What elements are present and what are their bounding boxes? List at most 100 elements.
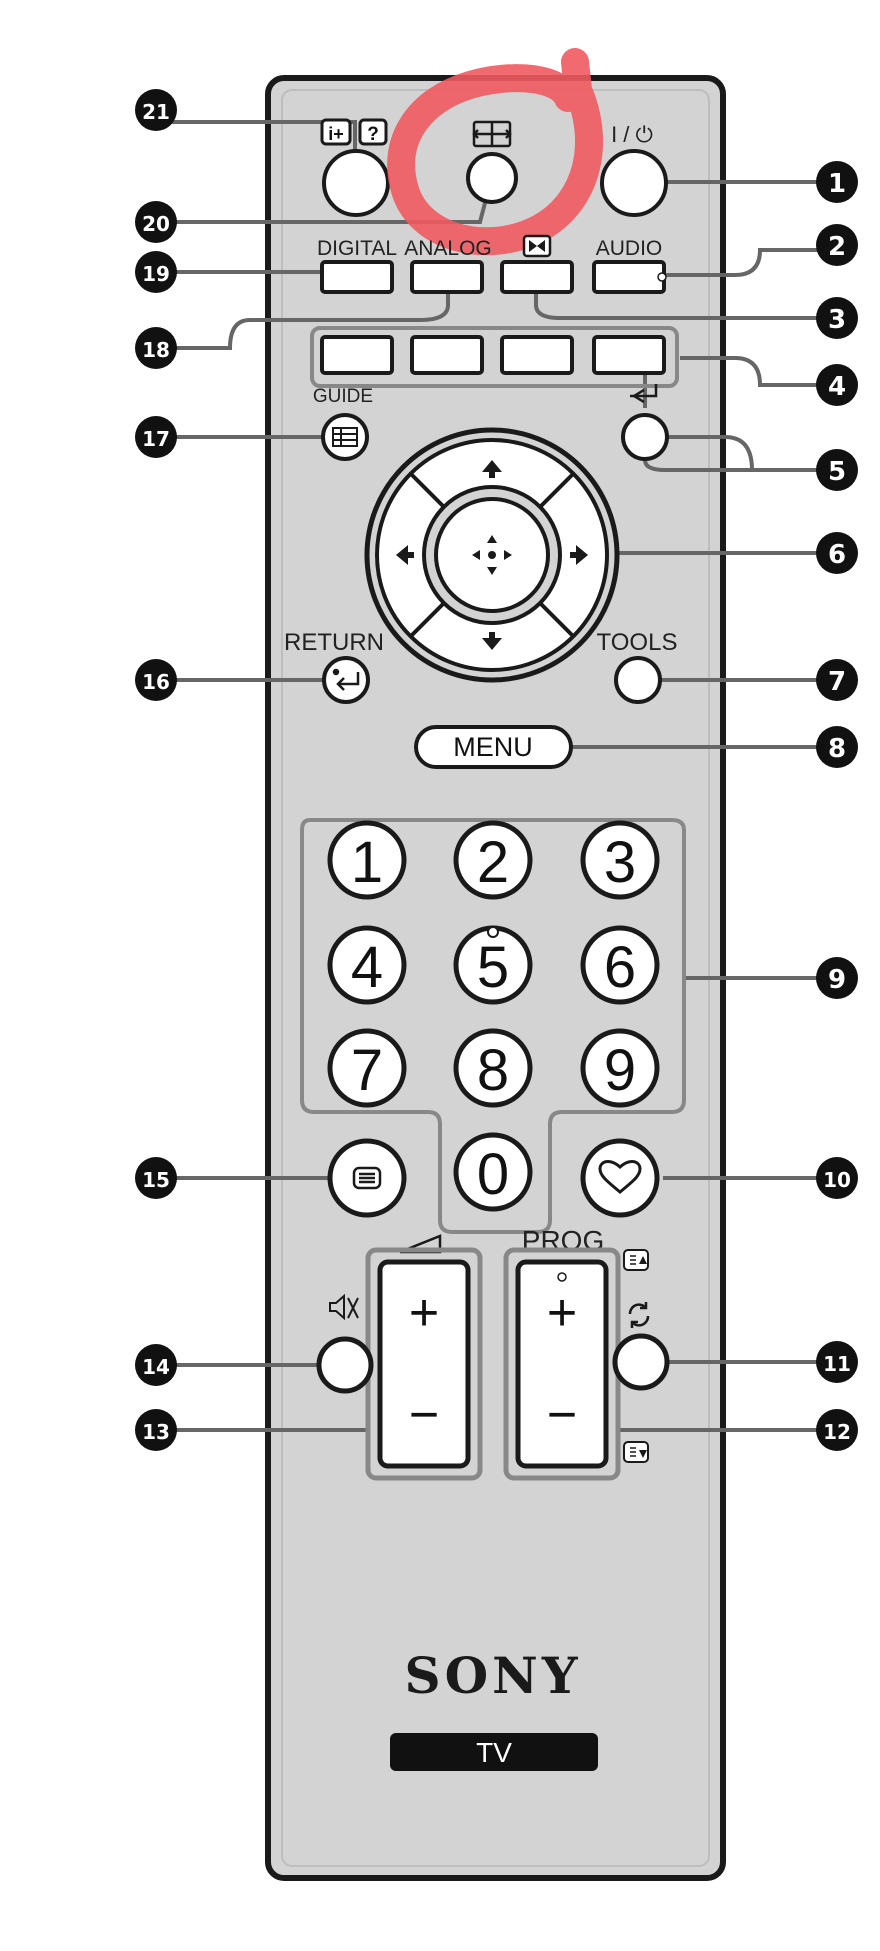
page-down-icon	[623, 1441, 649, 1463]
callout-20: 20	[135, 201, 177, 243]
model-badge	[390, 1733, 598, 1771]
ok-icon	[472, 535, 512, 575]
tools-button[interactable]	[614, 656, 662, 704]
callout-16-number: 16	[142, 670, 170, 694]
power-label: I / ⏻	[611, 122, 653, 147]
jump-button[interactable]	[612, 1333, 670, 1391]
heart-icon	[598, 1160, 642, 1194]
number-key-1[interactable]: 1	[327, 820, 407, 900]
nav-left-button[interactable]	[396, 545, 414, 565]
volume-plus-label: +	[409, 1284, 439, 1342]
info-help-button[interactable]	[322, 149, 390, 217]
widescreen-button[interactable]	[466, 152, 518, 204]
audio-label: AUDIO	[596, 237, 663, 260]
number-key-1-label: 1	[351, 830, 383, 895]
right-arrow-icon	[576, 545, 588, 565]
down-arrow-icon	[482, 638, 502, 650]
callout-17-number: 17	[142, 427, 170, 451]
audio-dot	[657, 272, 667, 282]
callout-6: 6	[816, 532, 858, 574]
number-key-9[interactable]: 9	[580, 1028, 660, 1108]
number-key-4-label: 4	[351, 935, 383, 1000]
page-up-icon	[623, 1249, 649, 1271]
number-key-0-label: 0	[477, 1142, 509, 1207]
callout-4-number: 4	[828, 372, 846, 402]
callout-6-number: 6	[828, 540, 846, 570]
number-key-5-label: 5	[477, 935, 509, 1000]
callout-14: 14	[135, 1344, 177, 1386]
menu-button[interactable]	[414, 725, 573, 769]
callout-10: 10	[816, 1157, 858, 1199]
digital-button[interactable]	[320, 260, 394, 294]
prog-minus-label: −	[547, 1386, 577, 1444]
number-pad-group	[300, 818, 686, 1234]
input-select-icon	[630, 384, 658, 404]
model-badge-label: TV	[476, 1737, 512, 1768]
volume-rocker[interactable]	[377, 1259, 471, 1469]
up-arrow-icon	[482, 460, 502, 472]
input-button[interactable]	[621, 413, 669, 461]
number-key-4[interactable]: 4	[327, 925, 407, 1005]
callout-1-number: 1	[828, 169, 846, 199]
callout-8: 8	[816, 726, 858, 768]
callout-14-number: 14	[142, 1355, 170, 1379]
analog-button[interactable]	[410, 260, 484, 294]
number-key-0[interactable]: 0	[453, 1132, 533, 1212]
colour-buttons-group	[310, 326, 679, 388]
mute-button[interactable]	[316, 1336, 374, 1394]
volume-minus-label: −	[409, 1386, 439, 1444]
nav-up-button[interactable]	[482, 460, 502, 478]
audio-button[interactable]	[592, 260, 666, 294]
callout-21: 21	[135, 89, 177, 131]
nav-right-button[interactable]	[570, 545, 588, 565]
yellow-button[interactable]	[500, 335, 574, 375]
nav-down-button[interactable]	[482, 632, 502, 650]
number-key-5[interactable]: 5	[453, 925, 533, 1005]
aspect-ratio-icon	[472, 120, 512, 148]
power-button[interactable]	[600, 149, 668, 217]
info-icon: i+	[320, 118, 352, 146]
return-label: RETURN	[284, 629, 384, 656]
prog-rocker[interactable]	[515, 1259, 609, 1469]
info-label: i+	[328, 124, 344, 144]
callout-12-number: 12	[823, 1420, 851, 1444]
tactile-dot	[487, 926, 499, 938]
callout-11: 11	[816, 1341, 858, 1383]
prog-plus-label: +	[547, 1284, 577, 1342]
callout-8-number: 8	[828, 734, 846, 764]
callout-15-number: 15	[142, 1168, 170, 1192]
epg-guide-icon	[332, 427, 358, 447]
number-key-3[interactable]: 3	[580, 820, 660, 900]
callout-18: 18	[135, 327, 177, 369]
callout-9-number: 9	[828, 965, 846, 995]
red-button[interactable]	[320, 335, 394, 375]
freeze-button[interactable]	[500, 260, 574, 294]
callout-19-number: 19	[142, 262, 170, 286]
number-key-7[interactable]: 7	[327, 1028, 407, 1108]
left-arrow-icon	[396, 545, 408, 565]
callout-4: 4	[816, 364, 858, 406]
number-key-2[interactable]: 2	[453, 820, 533, 900]
number-key-6-label: 6	[604, 935, 636, 1000]
callout-13: 13	[135, 1409, 177, 1451]
favourites-button[interactable]	[580, 1138, 660, 1218]
green-button[interactable]	[410, 335, 484, 375]
return-button[interactable]	[322, 656, 370, 704]
blue-button[interactable]	[592, 335, 666, 375]
teletext-icon	[352, 1166, 382, 1190]
number-key-8[interactable]: 8	[453, 1028, 533, 1108]
callout-2: 2	[816, 224, 858, 266]
guide-button[interactable]	[321, 413, 369, 461]
highlight-circle	[387, 48, 603, 256]
number-key-2-label: 2	[477, 830, 509, 895]
number-key-8-label: 8	[477, 1038, 509, 1103]
callout-7-number: 7	[828, 667, 846, 697]
help-icon: ?	[358, 118, 388, 146]
mute-icon	[329, 1293, 359, 1321]
number-key-6[interactable]: 6	[580, 925, 660, 1005]
callout-19: 19	[135, 251, 177, 293]
number-key-7-label: 7	[351, 1038, 383, 1103]
tools-label: TOOLS	[597, 629, 678, 656]
freeze-icon	[522, 234, 552, 258]
